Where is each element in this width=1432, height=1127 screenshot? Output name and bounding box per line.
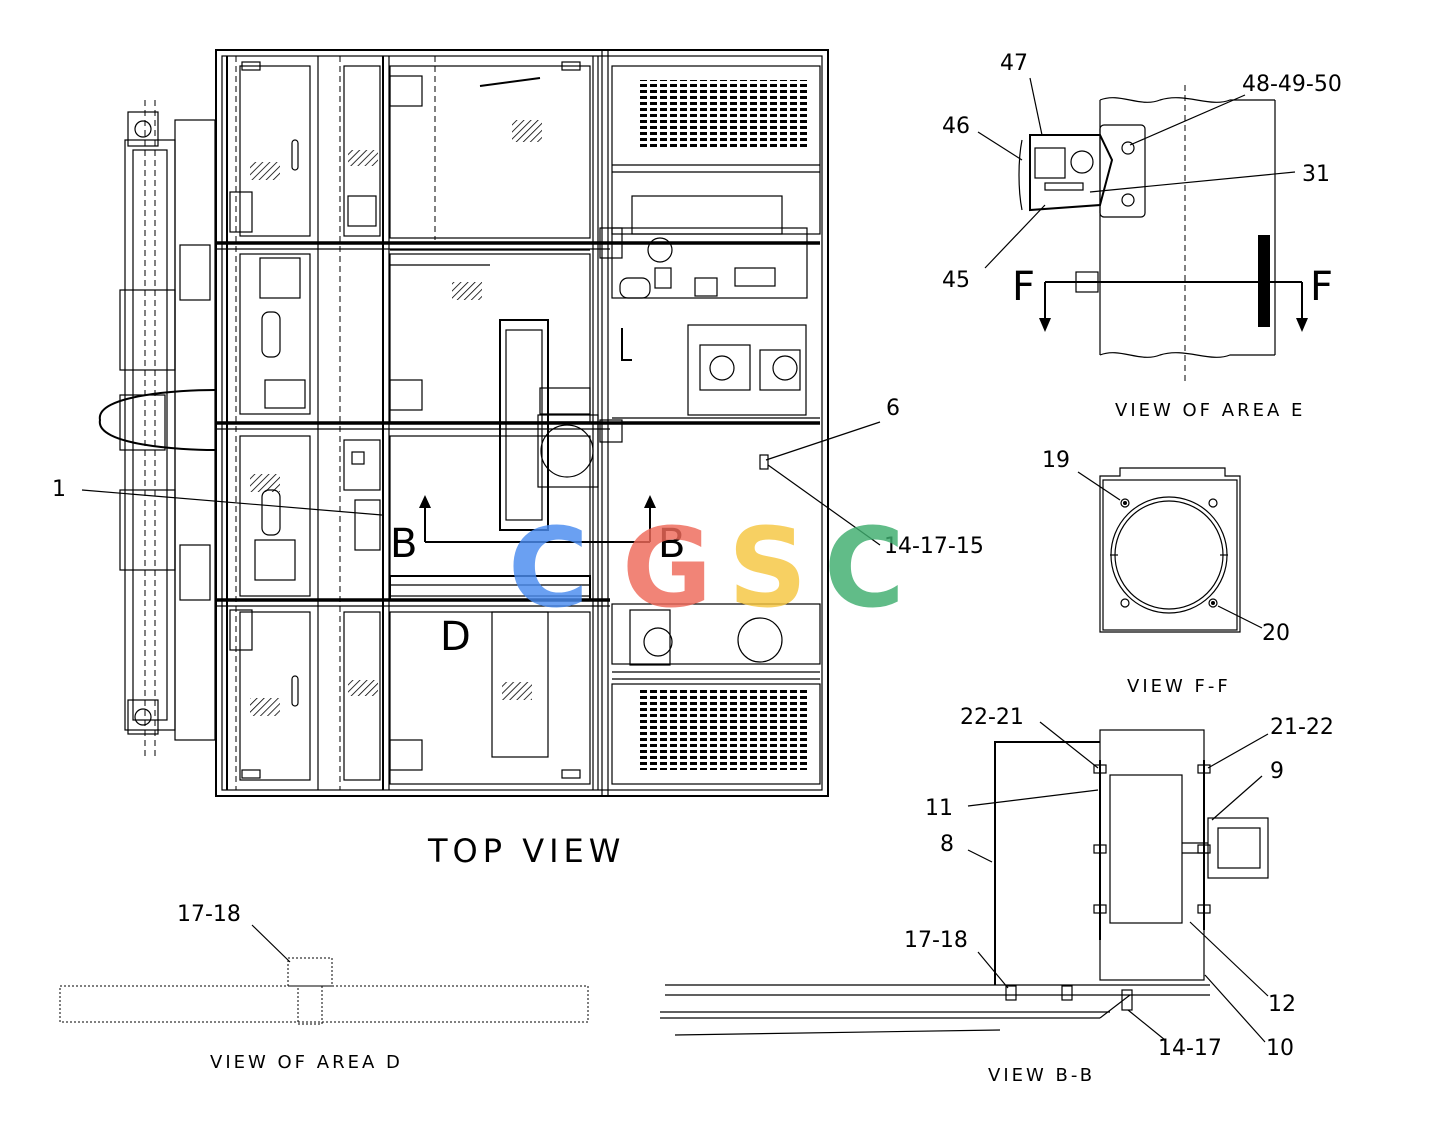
callout-8: 8 (940, 832, 954, 857)
callout-10: 10 (1266, 1036, 1294, 1061)
view-f-f-caption: VIEW F-F (1127, 676, 1231, 697)
area-d-caption: VIEW OF AREA D (210, 1052, 403, 1073)
callout-9: 9 (1270, 759, 1284, 784)
callout-17-18-view-b-b: 17-18 (904, 928, 968, 953)
watermark-letter-g: G (622, 504, 712, 632)
section-f-right-label: F (1310, 264, 1333, 310)
callout-48-49-50: 48-49-50 (1242, 72, 1342, 97)
callout-1: 1 (52, 477, 66, 502)
area-d-drawing (59, 924, 589, 1025)
area-e-caption: VIEW OF AREA E (1115, 400, 1305, 421)
callout-22-21: 22-21 (960, 705, 1024, 730)
callout-14-17-15: 14-17-15 (884, 534, 984, 559)
callout-17-18-area-d: 17-18 (177, 902, 241, 927)
callout-45: 45 (942, 268, 970, 293)
top-view-drawing (98, 49, 829, 797)
callout-31: 31 (1302, 162, 1330, 187)
callout-20: 20 (1262, 621, 1290, 646)
view-b-b-drawing (660, 721, 1269, 1043)
callout-14-17: 14-17 (1158, 1036, 1222, 1061)
callout-12: 12 (1268, 992, 1296, 1017)
callout-6: 6 (886, 396, 900, 421)
callout-11: 11 (925, 796, 953, 821)
view-b-b-caption: VIEW B-B (988, 1065, 1095, 1086)
top-view-leaders (81, 421, 881, 546)
area-e-drawing (977, 77, 1308, 385)
callout-47: 47 (1000, 51, 1028, 76)
section-b-left-label: B (390, 521, 417, 567)
section-f-left-label: F (1012, 264, 1035, 310)
callout-46: 46 (942, 114, 970, 139)
callout-19: 19 (1042, 448, 1070, 473)
cgsc-watermark: C G S C (508, 504, 905, 632)
view-f-f-drawing (1077, 467, 1263, 633)
section-b-right-label: B (658, 521, 685, 567)
area-d-label: D (440, 614, 471, 660)
watermark-letter-c1: C (508, 504, 589, 632)
top-view-caption: TOP VIEW (427, 832, 625, 870)
callout-21-22: 21-22 (1270, 715, 1334, 740)
watermark-letter-c2: C (824, 504, 905, 632)
watermark-letter-s: S (728, 504, 807, 632)
